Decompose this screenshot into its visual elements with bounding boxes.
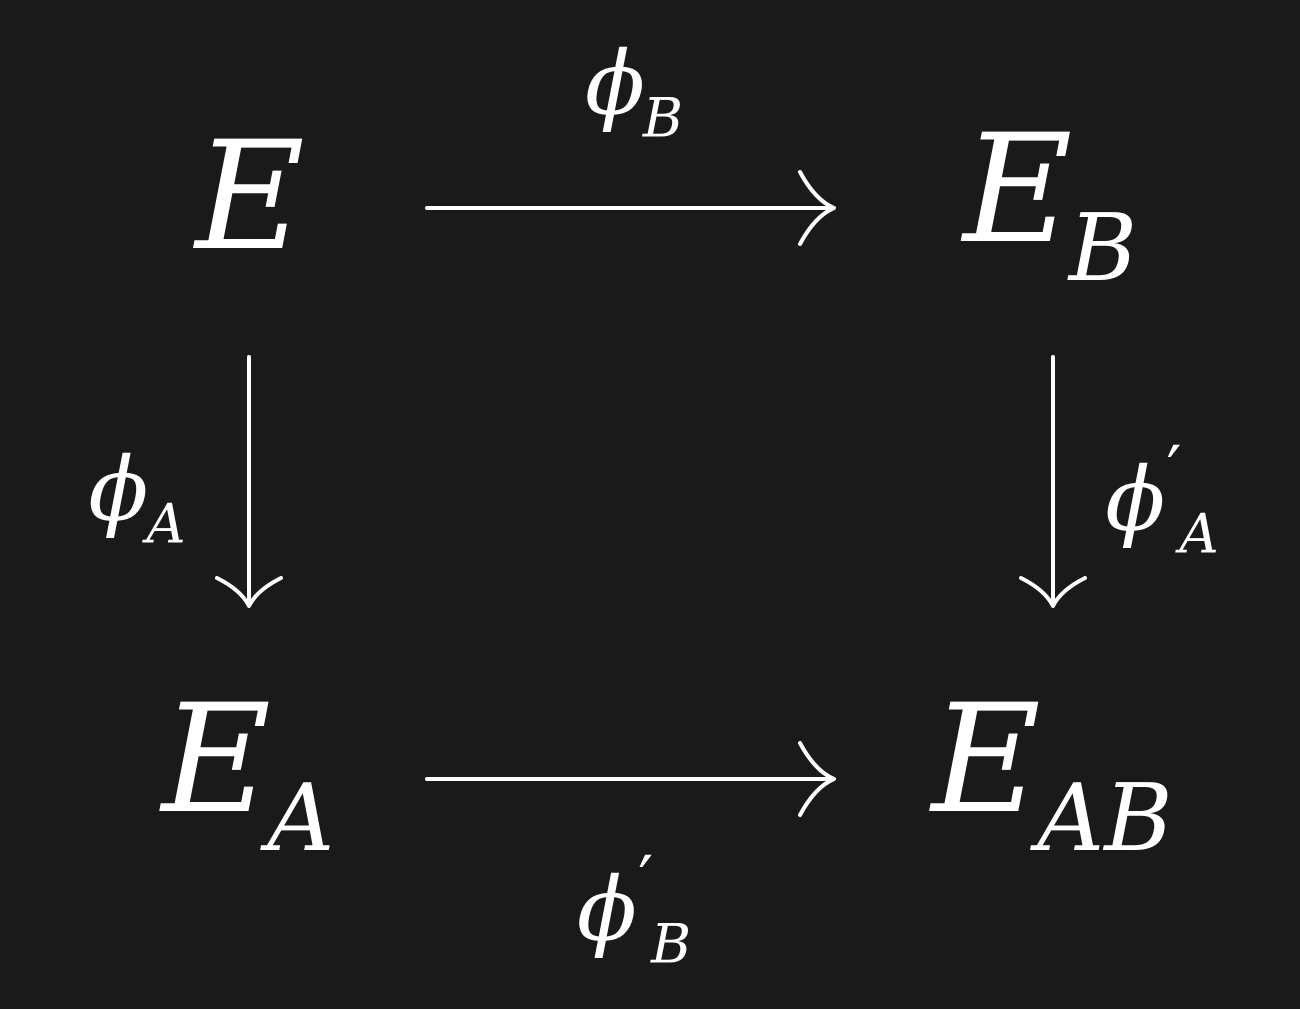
node-e-a: EA: [162, 685, 335, 865]
node-e-a-main: E: [161, 672, 272, 847]
label-phi-a-prime-sub: A: [1179, 501, 1219, 566]
label-phi-a-prime-symbol: ϕ: [1105, 447, 1166, 551]
node-e-ab-main: E: [931, 672, 1041, 847]
label-phi-a-sub: A: [146, 491, 186, 556]
label-phi-b-symbol: ϕ: [585, 31, 646, 135]
node-e-main: E: [195, 110, 305, 284]
arrow-top: [425, 170, 836, 246]
label-phi-a-symbol: ϕ: [88, 437, 149, 541]
node-e-ab-sub: AB: [1037, 764, 1173, 873]
label-phi-b-prime-symbol: ϕ: [576, 857, 637, 961]
label-phi-a-prime-mark: ′: [1166, 432, 1182, 510]
label-phi-a: ϕA: [88, 445, 185, 550]
label-phi-b-prime: ϕ′B: [576, 842, 692, 976]
node-e-b: EB: [963, 115, 1137, 295]
node-e-b-sub: B: [1068, 194, 1138, 303]
node-e-a-sub: A: [267, 764, 335, 873]
label-phi-b: ϕB: [585, 39, 683, 144]
node-e-ab: EAB: [931, 685, 1172, 865]
node-e-b-main: E: [962, 102, 1073, 277]
label-phi-b-prime-mark: ′: [638, 842, 654, 920]
label-phi-b-prime-sub: B: [651, 911, 692, 976]
arrow-bottom: [425, 741, 836, 817]
label-phi-b-sub: B: [642, 85, 683, 150]
label-phi-a-prime: ϕ′A: [1105, 432, 1219, 566]
node-e: E: [195, 122, 305, 272]
arrow-left: [215, 355, 283, 608]
arrow-right: [1019, 355, 1087, 608]
